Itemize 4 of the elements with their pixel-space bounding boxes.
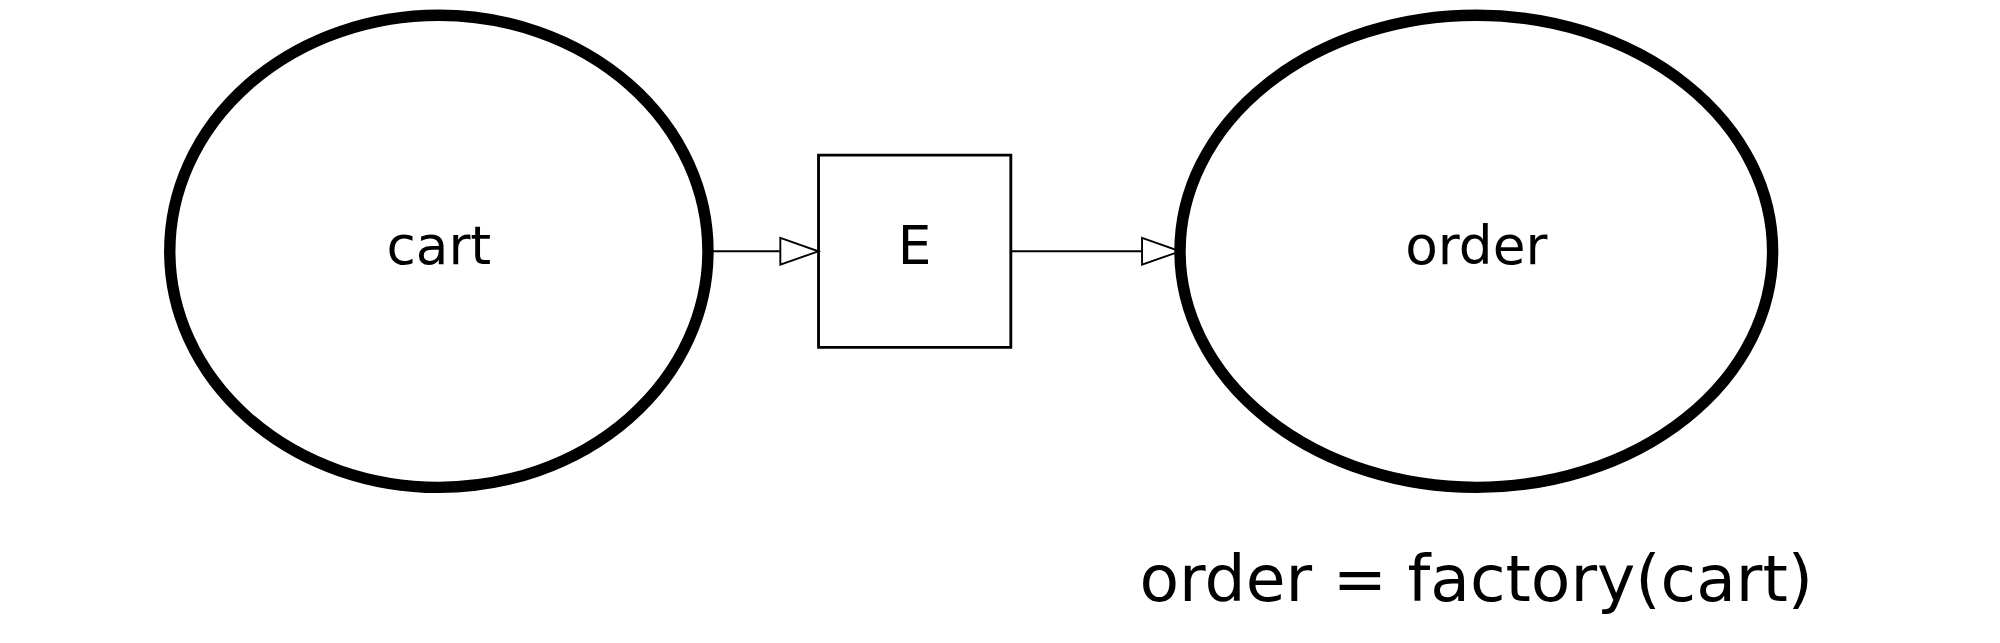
node-ellipse: cart bbox=[163, 9, 714, 494]
label: order = factory(cart) bbox=[1139, 541, 1813, 617]
node-box: E bbox=[816, 153, 1012, 349]
node-ellipse: order bbox=[1173, 9, 1778, 494]
